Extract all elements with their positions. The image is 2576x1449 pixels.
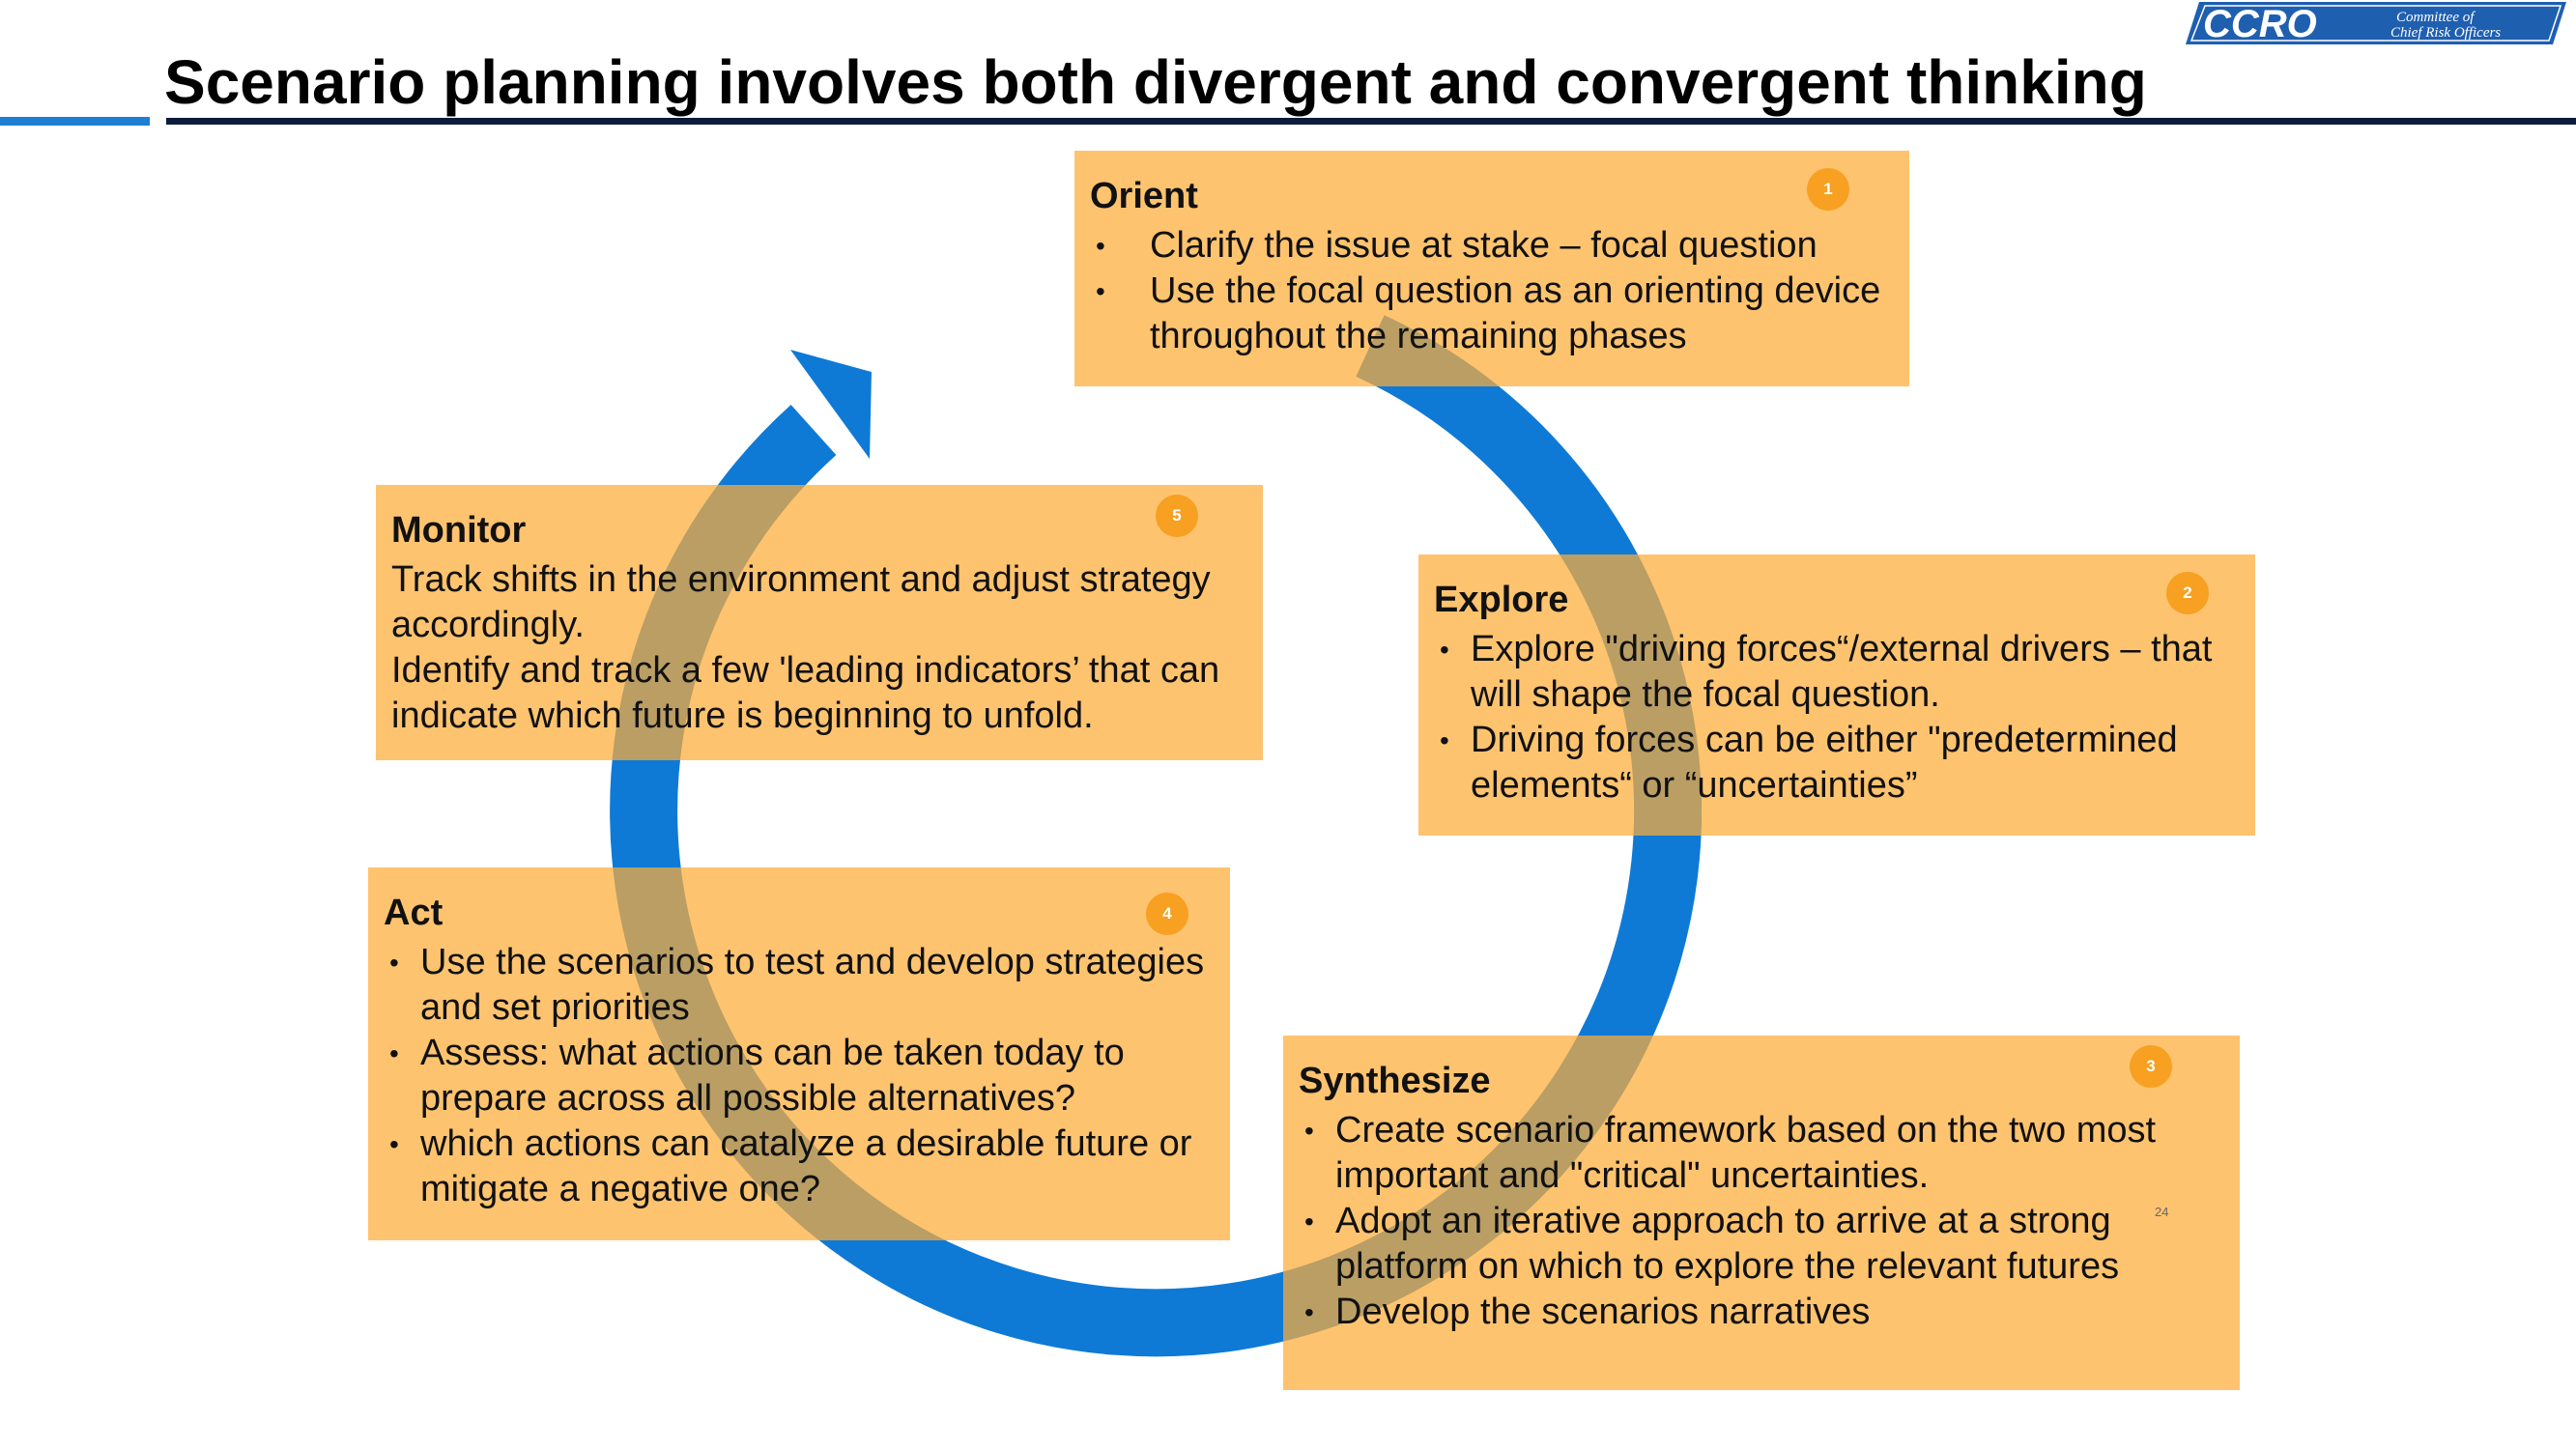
list-item: Assess: what actions can be taken today … <box>384 1031 1215 1122</box>
list-item: Clarify the issue at stake – focal quest… <box>1090 223 1894 269</box>
phase-explore-title: Explore <box>1434 580 1569 620</box>
phase-synthesize-box: Synthesize Create scenario framework bas… <box>1283 1036 2240 1390</box>
phase-monitor-line: Track shifts in the environment and adju… <box>391 559 1211 645</box>
phase-monitor-line: Identify and track a few 'leading indica… <box>391 650 1220 736</box>
title-accent-bar <box>0 117 150 126</box>
phase-number-badge: 3 <box>2130 1045 2172 1088</box>
phase-act-bullets: Use the scenarios to test and develop st… <box>384 940 1215 1212</box>
list-item: Use the scenarios to test and develop st… <box>384 940 1215 1031</box>
list-item: Explore "driving forces“/external driver… <box>1434 627 2240 718</box>
cycle-arrow-head <box>790 350 872 459</box>
phase-number-badge: 4 <box>1146 893 1188 935</box>
title-underline <box>166 118 2576 125</box>
list-item: Use the focal question as an orienting d… <box>1090 269 1894 359</box>
ccro-logo: CCRO Committee of Chief Risk Officers <box>2186 2 2566 45</box>
phase-explore-bullets: Explore "driving forces“/external driver… <box>1434 627 2240 809</box>
phase-act-box: Act Use the scenarios to test and develo… <box>368 867 1230 1240</box>
list-item: which actions can catalyze a desirable f… <box>384 1122 1215 1212</box>
phase-synthesize-bullets: Create scenario framework based on the t… <box>1299 1108 2224 1335</box>
phase-number-badge: 5 <box>1156 495 1198 537</box>
logo-subtitle-line1: Committee of <box>2396 10 2476 25</box>
phase-orient-title: Orient <box>1090 176 1198 216</box>
phase-orient-box: Orient Clarify the issue at stake – foca… <box>1074 151 1909 386</box>
logo-subtitle-line2: Chief Risk Officers <box>2390 25 2501 41</box>
list-item: Create scenario framework based on the t… <box>1299 1108 2224 1199</box>
logo-wordmark: CCRO <box>2203 3 2317 45</box>
phase-synthesize-title: Synthesize <box>1299 1061 1491 1101</box>
page-number: 24 <box>2155 1205 2169 1219</box>
phase-number-badge: 1 <box>1807 168 1849 211</box>
list-item: Driving forces can be either "predetermi… <box>1434 718 2240 809</box>
phase-monitor-title: Monitor <box>391 510 527 551</box>
phase-monitor-box: Monitor Track shifts in the environment … <box>376 485 1263 760</box>
phase-number-badge: 2 <box>2166 572 2209 614</box>
list-item: Develop the scenarios narratives <box>1299 1290 2224 1335</box>
phase-act-title: Act <box>384 893 444 933</box>
phase-explore-box: Explore Explore "driving forces“/externa… <box>1418 554 2255 836</box>
phase-orient-bullets: Clarify the issue at stake – focal quest… <box>1090 223 1894 359</box>
slide-title: Scenario planning involves both divergen… <box>164 47 2147 117</box>
list-item: Adopt an iterative approach to arrive at… <box>1299 1199 2224 1290</box>
